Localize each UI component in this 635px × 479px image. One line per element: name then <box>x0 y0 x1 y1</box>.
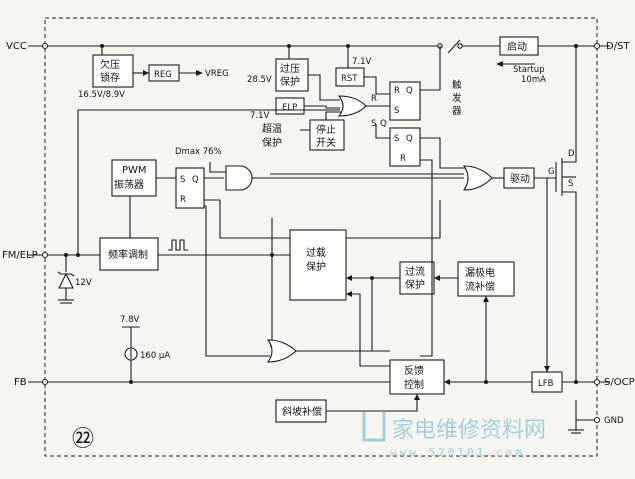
latch-q-out: Q <box>406 86 413 96</box>
bias-voltage: 7.8V <box>120 315 140 325</box>
pwm-ff-q: Q <box>192 175 199 185</box>
stop-switch-block <box>309 119 345 151</box>
vcc-pin <box>41 42 49 50</box>
elp-label: ELP <box>282 103 297 113</box>
ocp-line2: 保护 <box>405 278 425 291</box>
pwm-flip-flop <box>175 167 205 209</box>
mos-source-label: S <box>568 179 573 189</box>
ff2-q-pin: Q <box>380 119 387 129</box>
pwm-ff-r: R <box>180 195 186 205</box>
zener-diode <box>58 272 74 289</box>
gnd-pin <box>593 416 601 424</box>
uvlo-line2: 锁存 <box>100 71 120 84</box>
ovp-line1: 过压 <box>280 62 300 75</box>
reg-label: REG <box>154 70 172 80</box>
drain-comp-line1: 漏极电 <box>465 266 495 279</box>
dmax-label: Dmax 76% <box>175 147 222 157</box>
d-st-pin <box>593 42 601 50</box>
trigger-char-2: 发 <box>452 92 462 104</box>
pwm-line2: 振荡器 <box>114 178 144 191</box>
fb-pin <box>41 378 49 386</box>
otp-line1: 超温 <box>262 122 282 135</box>
ic-boundary <box>44 17 598 457</box>
mos-gate-label: G <box>548 167 555 177</box>
watermark-url: www.520101.com <box>390 446 525 459</box>
uvlo-line1: 欠压 <box>100 58 120 71</box>
pulse-waveform <box>168 239 188 251</box>
bias-current: 160 μA <box>140 351 170 361</box>
slope-comp-label: 斜坡补偿 <box>282 405 322 418</box>
startup-block <box>499 36 539 56</box>
mos-drain-label: D <box>568 149 575 159</box>
pwm-oscillator <box>111 159 157 197</box>
pin-vcc-label: VCC <box>6 41 27 52</box>
otp-line2: 保护 <box>262 136 282 149</box>
pwm-ff-s: S <box>180 175 185 185</box>
drain-comp-block <box>457 261 515 297</box>
latch-r-in: R <box>394 86 400 96</box>
ocp-line1: 过流 <box>405 265 425 278</box>
startup-current-line1: Startup <box>513 65 545 75</box>
drain-comp-line2: 流补偿 <box>465 280 495 293</box>
pwm-line1: PWM <box>122 165 147 176</box>
uvlo-block <box>92 54 134 88</box>
vreg-label: VREG <box>205 69 229 79</box>
watermark-logo-icon <box>362 412 386 442</box>
pin-s-ocp-label: S/OCP <box>604 377 635 388</box>
stop-switch-line1: 停止 <box>316 123 336 136</box>
overload-line1: 过载 <box>306 246 326 259</box>
freq-mod-label: 频率调制 <box>108 248 148 261</box>
latch-r-pin: R <box>371 94 377 104</box>
ovp-line2: 保护 <box>280 75 300 88</box>
ff2-s-in: S <box>394 134 399 144</box>
pin-gnd-label: GND <box>604 416 624 426</box>
lfb-label: LFB <box>538 379 554 389</box>
elp-voltage: 7.1V <box>250 111 270 121</box>
ff2-r-in: R <box>400 154 406 164</box>
drive-or-gate <box>462 165 493 191</box>
ff2-q-out: Q <box>406 134 413 144</box>
rst-voltage: 7.1V <box>352 57 372 67</box>
pin-fm-elp-label: FM/ELP <box>2 250 38 261</box>
feedback-line1: 反馈 <box>404 364 424 377</box>
trigger-char-1: 触 <box>452 79 462 91</box>
freq-mod-block <box>99 237 159 271</box>
fm-elp-pin <box>41 251 49 259</box>
latch-s-in: S <box>394 106 399 116</box>
latch-flip-flop <box>389 81 421 121</box>
feedback-line2: 控制 <box>404 378 424 391</box>
overload-protection <box>289 229 347 301</box>
stop-switch-line2: 开关 <box>316 136 336 149</box>
zener-voltage: 12V <box>75 278 92 288</box>
watermark: 家电维修资料网 www.520101.com <box>362 412 546 459</box>
startup-label: 启动 <box>507 40 527 53</box>
uvlo-thresholds: 16.5V/8.9V <box>78 90 125 100</box>
protection-or-gate <box>337 95 367 117</box>
stop-flip-flop <box>389 127 421 167</box>
driver-label: 驱动 <box>510 173 530 185</box>
ff2-s-pin: S <box>371 119 376 129</box>
startup-current-line2: 10mA <box>521 75 546 85</box>
rst-label: RST <box>341 74 358 84</box>
s-ocp-pin <box>593 378 601 386</box>
pin-d-st-label: D/ST <box>606 41 630 52</box>
pwm-and-gate <box>225 165 253 191</box>
startup-switch <box>447 39 461 54</box>
ovp-voltage: 28.5V <box>247 75 272 85</box>
trigger-char-3: 器 <box>452 106 462 117</box>
overload-line2: 保护 <box>306 260 326 273</box>
startup-arrow <box>496 61 503 67</box>
ocp-block <box>399 261 435 295</box>
watermark-text: 家电维修资料网 <box>392 418 546 443</box>
lower-or-gate <box>266 339 297 363</box>
figure-number: ㉒ <box>72 427 94 452</box>
pin-fb-label: FB <box>14 377 27 388</box>
